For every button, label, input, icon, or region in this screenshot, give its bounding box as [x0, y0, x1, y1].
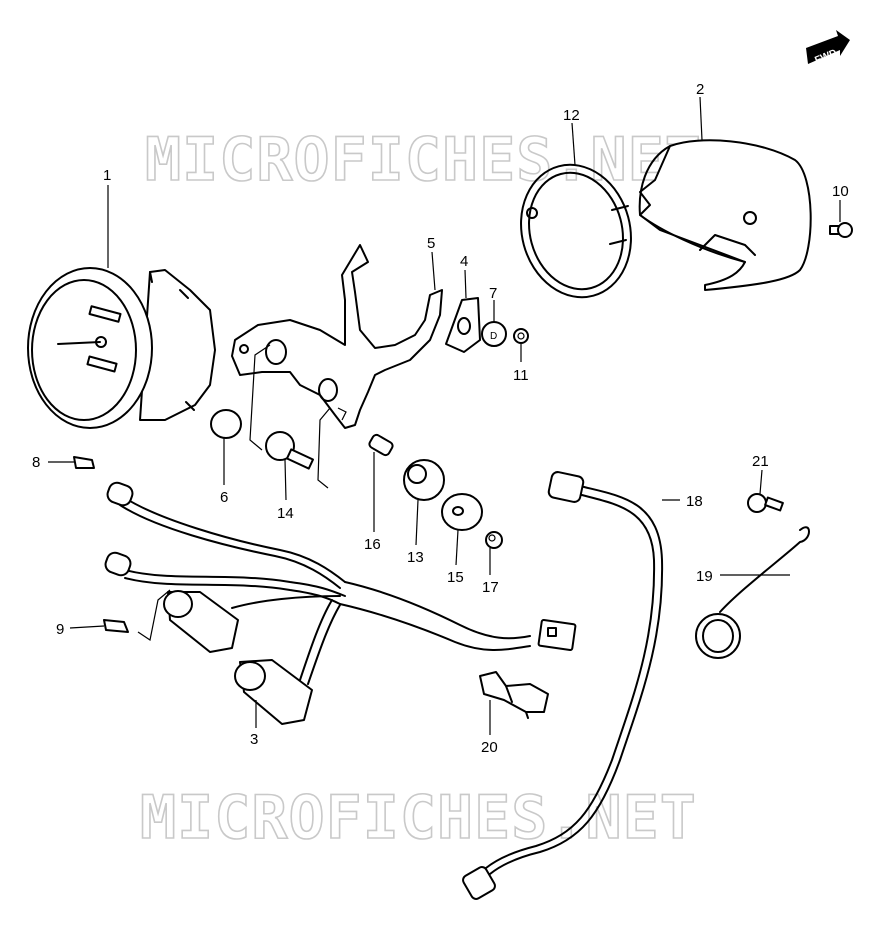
- spacer-16: [368, 433, 394, 457]
- callout-13: 13: [407, 549, 424, 566]
- washer-15: [441, 493, 483, 531]
- callout-21: 21: [752, 453, 769, 470]
- nut-17: [485, 531, 503, 549]
- speedometer-cable: [462, 471, 664, 900]
- callout-4: 4: [460, 253, 468, 270]
- spring-19: [695, 526, 810, 659]
- callout-14: 14: [277, 505, 294, 522]
- washer-7: D: [481, 321, 507, 347]
- leader-lines: [48, 96, 841, 735]
- callout-labels: 1 2 3 4 5 6 7 8 9 10 11 12 13 14 15 16 1…: [32, 81, 849, 756]
- wire-harness: [104, 481, 577, 725]
- callout-8: 8: [32, 454, 40, 471]
- callout-11: 11: [513, 367, 529, 384]
- cushion-6: [210, 409, 242, 439]
- nut-11: [513, 328, 529, 344]
- callout-9: 9: [56, 621, 64, 638]
- callout-17: 17: [482, 579, 499, 596]
- callout-3: 3: [250, 731, 258, 748]
- socket-upper: [163, 590, 239, 653]
- fwd-arrow-badge: FWD: [806, 30, 850, 66]
- callout-20: 20: [481, 739, 498, 756]
- callout-19: 19: [696, 568, 713, 585]
- meter-case: [638, 139, 812, 291]
- socket-lower: [234, 659, 313, 725]
- meter-bracket: [231, 244, 443, 429]
- bulb-9: [103, 619, 129, 633]
- grommet-13: [403, 459, 445, 501]
- watermark-bottom: MICROFICHES.NET: [140, 783, 697, 853]
- callout-6: 6: [220, 489, 228, 506]
- callout-12: 12: [563, 107, 580, 124]
- screw-10: [829, 222, 853, 238]
- callout-2: 2: [696, 81, 704, 98]
- grommet-4: [445, 297, 481, 353]
- watermark-top: MICROFICHES.NET: [145, 125, 702, 195]
- bulb-8: [73, 456, 95, 469]
- callout-10: 10: [832, 183, 849, 200]
- bolt-21: [747, 493, 784, 513]
- callout-16: 16: [364, 536, 381, 553]
- svg-text:D: D: [490, 331, 497, 342]
- callout-1: 1: [103, 167, 111, 184]
- callout-7: 7: [489, 285, 497, 302]
- clamp-20: [479, 671, 549, 719]
- callout-5: 5: [427, 235, 435, 252]
- callout-18: 18: [686, 493, 703, 510]
- harness-connector: [537, 619, 577, 651]
- retaining-ring: [520, 163, 632, 299]
- bolt-14: [265, 431, 314, 470]
- meter-assembly: [27, 267, 216, 429]
- callout-15: 15: [447, 569, 464, 586]
